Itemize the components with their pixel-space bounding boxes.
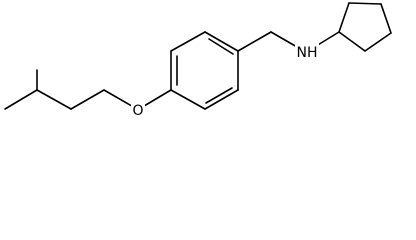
ring-bond-2 — [170, 31, 206, 52]
isopentyl-chain — [4, 69, 172, 110]
amine-label: NH — [297, 45, 318, 61]
cp-bond-5 — [338, 31, 366, 52]
cp-bond-1 — [338, 2, 350, 33]
oxygen-atom: O — [131, 101, 145, 119]
ring-bond-6 — [170, 89, 206, 110]
ring-double-bond-b — [208, 38, 234, 55]
cp-bond-3 — [380, 3, 392, 34]
ring-bond-3 — [204, 31, 239, 52]
bond-ring-ch2 — [237, 31, 272, 52]
cp-bond-2 — [348, 2, 382, 5]
benzyl-amine-linker — [237, 31, 340, 52]
benzene-ring — [170, 31, 239, 110]
cyclopentyl-ring — [338, 2, 392, 52]
bond-methyl-b — [4, 89, 38, 110]
molecule-structure: O NH — [4, 2, 392, 119]
amine-atom: NH — [295, 43, 319, 61]
ring-double-bond-c — [205, 87, 233, 104]
bond-ch2-ch2 — [70, 89, 105, 110]
ring-bond-5 — [204, 89, 239, 110]
bond-branch-ch2 — [36, 89, 72, 110]
oxygen-label: O — [132, 103, 143, 119]
cp-bond-4 — [364, 32, 392, 52]
